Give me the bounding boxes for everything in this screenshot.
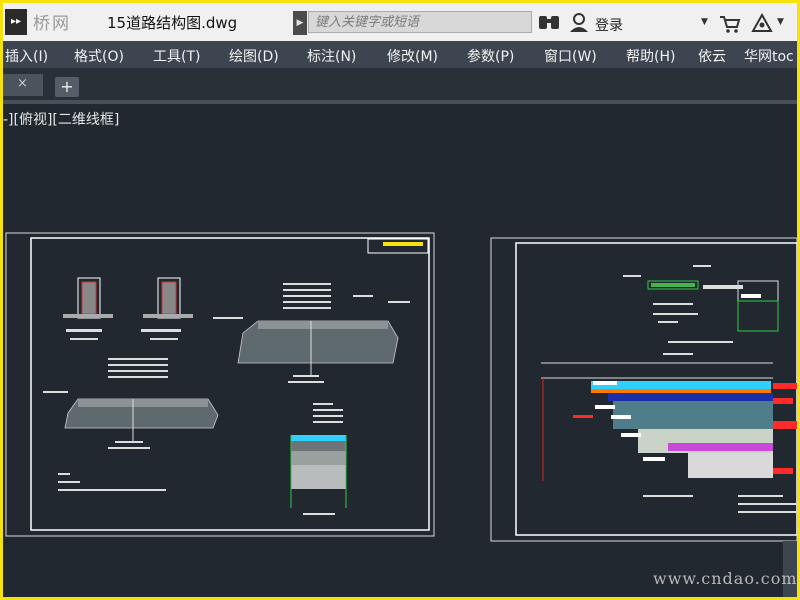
sheet-right [490,237,797,542]
application-menu-button[interactable]: ▸▸ [5,9,27,35]
menu-insert[interactable]: 插入(I) [5,49,49,65]
app-logo: 桥网 [33,14,71,34]
login-dropdown-icon[interactable]: ▼ [701,17,708,27]
cart-icon[interactable] [719,15,741,33]
layer-column [290,403,347,515]
road-section-2 [43,358,219,449]
menu-tools[interactable]: 工具(T) [153,49,201,65]
new-tab-button[interactable]: + [55,77,79,97]
road-section-1 [213,283,410,383]
menu-bar: 插入(I) 格式(O) 工具(T) 绘图(D) 标注(N) 修改(M) 参数(P… [3,41,797,68]
notes-block [58,473,166,491]
menu-parametric[interactable]: 参数(P) [467,49,515,65]
curb-detail-1 [63,277,113,340]
menu-window[interactable]: 窗口(W) [544,49,597,65]
menu-help[interactable]: 帮助(H) [626,49,676,65]
menu-modify[interactable]: 修改(M) [387,49,439,65]
curb-detail-2 [141,277,193,340]
file-tab-bar: × + [3,68,797,104]
menu-draw[interactable]: 绘图(D) [229,49,279,65]
menu-dimension[interactable]: 标注(N) [307,49,357,65]
drawing-canvas[interactable] [3,3,797,597]
sheet-left [5,232,435,537]
network-icon[interactable] [751,13,773,33]
viewport-controls[interactable]: -][俯视][二维线框] [3,112,120,128]
title-bar: ▸▸ 桥网 15道路结构图.dwg ▶ 键入关键字或短语 登录 ▼ ▼ [3,3,797,42]
menu-huawang-toc[interactable]: 华网toc [744,49,794,65]
file-tab-active[interactable]: × [3,74,43,96]
vertical-scrollbar[interactable] [783,541,797,597]
network-dropdown-icon[interactable]: ▼ [777,17,784,27]
binoculars-icon[interactable] [538,13,560,31]
close-icon[interactable]: × [17,76,28,91]
search-expand-arrow[interactable]: ▶ [293,11,307,35]
app-window: ▸▸ 桥网 15道路结构图.dwg ▶ 键入关键字或短语 登录 ▼ ▼ 插入(I… [3,3,797,597]
document-title: 15道路结构图.dwg [107,14,238,32]
watermark: www.cndao.com [653,569,797,588]
user-icon[interactable] [569,13,589,33]
login-link[interactable]: 登录 [595,18,623,34]
search-input[interactable]: 键入关键字或短语 [308,11,532,33]
menu-format[interactable]: 格式(O) [74,49,124,65]
menu-yiyun[interactable]: 依云 [698,49,726,65]
